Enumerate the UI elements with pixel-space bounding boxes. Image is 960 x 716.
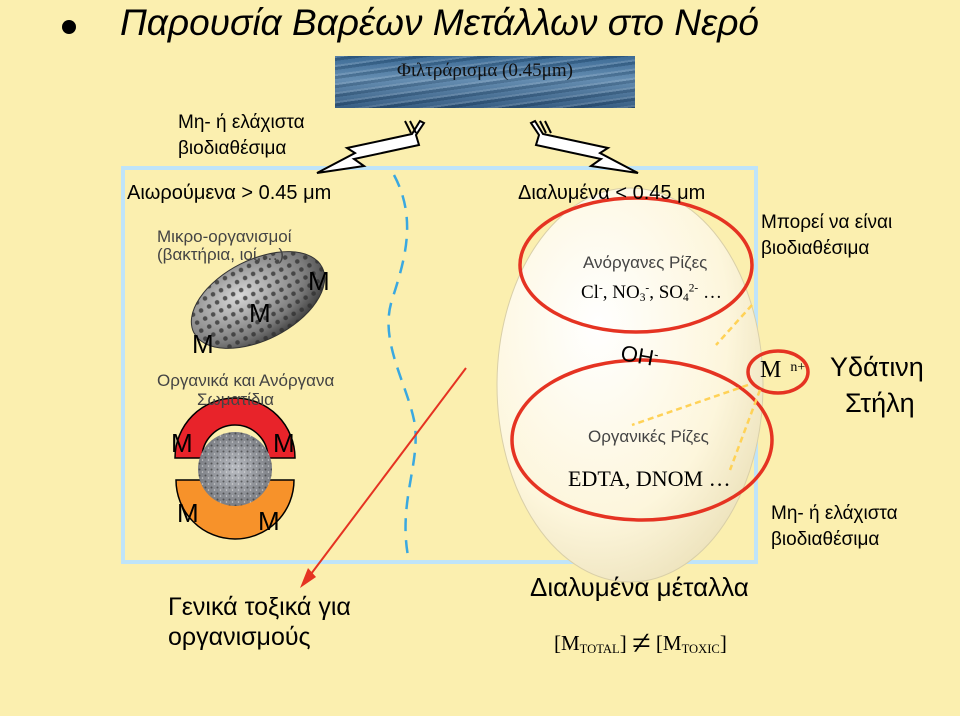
metal-marker: M xyxy=(249,298,271,328)
metal-marker: M xyxy=(258,506,280,536)
suspended-heading: Αιωρούμενα > 0.45 μm xyxy=(127,182,332,204)
page-title: Παρουσία Βαρέων Μετάλλων στο Νερό xyxy=(120,2,759,43)
bioavailable-note-line2: βιοδιαθέσιμα xyxy=(761,238,870,259)
metal-marker: M xyxy=(273,428,295,458)
not-equal-sign: ≠ xyxy=(631,625,651,662)
size-boundary-line xyxy=(387,174,417,557)
bacterium-image xyxy=(190,251,326,349)
particles-line1: Οργανικά και Ανόργανα xyxy=(157,371,335,390)
metal-marker: M xyxy=(171,428,193,458)
particles-line2: Σωματίδια xyxy=(197,390,274,409)
toxic-general-line2: οργανισμούς xyxy=(168,623,311,651)
organic-ligands-label: Οργανικές Ρίζες xyxy=(588,427,709,446)
bioavailable-arrows xyxy=(631,304,762,471)
arrow-tails xyxy=(404,120,552,134)
metal-marker: M xyxy=(192,329,214,359)
nonbioavailable-note-left-line2: βιοδιαθέσιμα xyxy=(178,138,287,159)
filtration-arrow-left xyxy=(316,119,426,174)
nonbioavailable-note-right-line2: βιοδιαθέσιμα xyxy=(771,529,880,550)
microorganisms-line2: (βακτήρια, ιοί,…) xyxy=(157,245,285,264)
metal-marker: M xyxy=(308,266,330,296)
organic-ligands-value: EDTA, DNOM … xyxy=(568,466,731,491)
inorganic-ligands-ring xyxy=(518,196,754,334)
nonbioavailable-note-right-line1: Μη- ή ελάχιστα xyxy=(771,503,898,524)
title-bullet xyxy=(62,20,76,34)
filtration-arrow-right xyxy=(529,119,639,174)
nonbioavailable-note-left-line1: Μη- ή ελάχιστα xyxy=(178,112,305,133)
microorganisms-line1: Μικρο-οργανισμοί xyxy=(157,227,292,246)
dissolved-metals-heading: Διαλυμένα μέταλλα xyxy=(530,572,749,602)
particle-image xyxy=(174,397,296,540)
inorganic-ligands-formula: Cl-, NO3-, SO42- … xyxy=(581,282,722,304)
total-toxic-equation: [MTOTAL] ≠ [MTOXIC] xyxy=(554,625,727,662)
dissolved-sphere xyxy=(496,187,764,583)
toxic-general-line1: Γενικά τοξικά για xyxy=(168,593,351,621)
bioavailable-note-line1: Μπορεί να είναι xyxy=(761,212,893,233)
water-column-line1: Υδάτινη xyxy=(830,352,924,382)
dissolved-heading: Διαλυμένα < 0.45 μm xyxy=(518,182,706,204)
toxicity-arrow xyxy=(300,367,467,588)
water-sample-image xyxy=(335,56,635,108)
organic-ligands-ring xyxy=(510,358,774,522)
inorganic-ligands-label: Ανόργανες Ρίζες xyxy=(583,253,708,272)
water-column-line2: Στήλη xyxy=(845,388,915,418)
metal-marker: M xyxy=(177,498,199,528)
filtration-label: Φιλτράρισμα (0.45μm) xyxy=(397,60,573,81)
free-metal-ring xyxy=(746,349,810,395)
